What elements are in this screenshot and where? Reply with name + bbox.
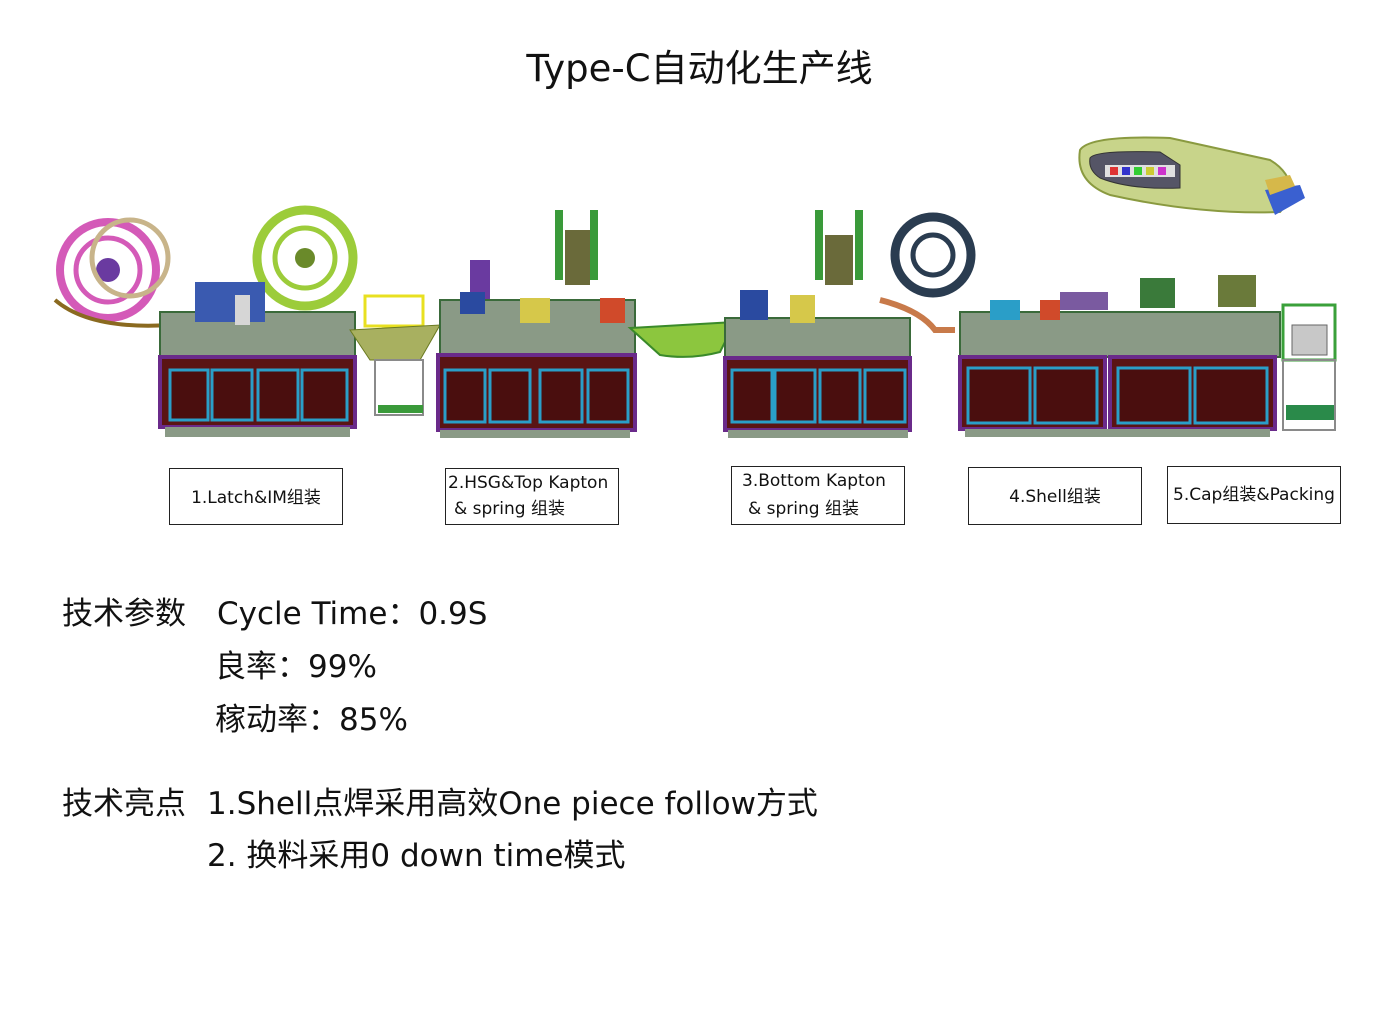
stage-label-4: 4.Shell组装 (968, 467, 1142, 525)
station-1-machine (53, 205, 358, 437)
tech-param-utilization: 稼动率：85% (215, 702, 408, 738)
highlights-heading: 技术亮点 (62, 786, 186, 822)
highlight-item-1: 1.Shell点焊采用高效One piece follow方式 (207, 786, 818, 822)
type-c-connector-image (1078, 136, 1305, 215)
highlight-item-2: 2. 换料采用0 down time模式 (207, 838, 626, 874)
stage-label-3-line1: 3.Bottom Kapton (742, 471, 886, 491)
transfer-cart-1 (349, 294, 441, 416)
station-2-machine (436, 210, 637, 438)
stage-label-5: 5.Cap组装&Packing (1167, 466, 1341, 524)
stage-label-4-line1: 4.Shell组装 (1009, 487, 1101, 507)
tech-param-yield: 良率：99% (215, 649, 377, 685)
production-line-illustration (53, 136, 1337, 438)
station-3-machine (723, 210, 976, 438)
stage-label-2-line2: & spring 组装 (454, 499, 565, 519)
page-title: Type-C自动化生产线 (526, 47, 873, 90)
stage-label-1-line1: 1.Latch&IM组装 (191, 488, 321, 508)
stage-label-3: 3.Bottom Kapton & spring 组装 (731, 466, 905, 525)
stage-label-2: 2.HSG&Top Kapton & spring 组装 (445, 468, 619, 525)
tech-params-heading: 技术参数 (62, 596, 186, 632)
stage-label-2-line1: 2.HSG&Top Kapton (448, 473, 609, 493)
tech-param-cycle-time: Cycle Time：0.9S (217, 596, 488, 632)
conveyor-2-3 (627, 320, 737, 358)
stage-label-1: 1.Latch&IM组装 (169, 468, 343, 525)
stage-label-3-line2: & spring 组装 (748, 499, 859, 519)
station-4-5-machine (958, 275, 1337, 437)
stage-label-5-line1: 5.Cap组装&Packing (1173, 485, 1335, 505)
